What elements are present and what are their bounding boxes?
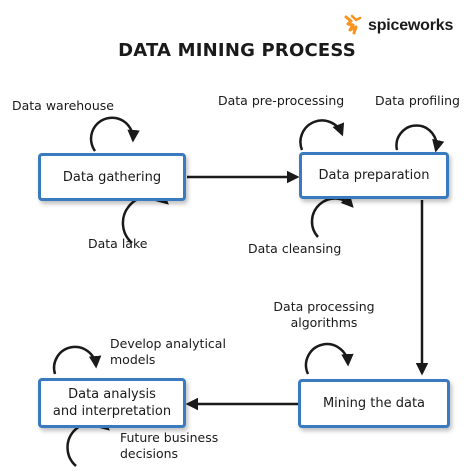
box-data-gathering: Data gathering bbox=[38, 153, 186, 201]
box-data-analysis-label-line2: and interpretation bbox=[52, 404, 172, 419]
label-data-processing-algorithms-line1: Data processing bbox=[273, 299, 375, 314]
label-data-warehouse: Data warehouse bbox=[12, 98, 114, 113]
label-future-business-decisions: Future business decisions bbox=[120, 430, 218, 462]
loop-arrow-develop bbox=[52, 345, 102, 375]
loop-arrow-algorithms bbox=[304, 342, 354, 375]
loop-arrow-profiling bbox=[395, 124, 445, 153]
label-data-profiling: Data profiling bbox=[375, 93, 460, 108]
label-data-preprocessing: Data pre-processing bbox=[218, 93, 345, 108]
spiceworks-logo-icon bbox=[342, 13, 364, 40]
label-data-lake: Data lake bbox=[88, 236, 148, 251]
label-data-cleansing: Data cleansing bbox=[248, 241, 342, 256]
box-data-preparation-label: Data preparation bbox=[318, 168, 430, 183]
spiceworks-logo: spiceworks bbox=[342, 12, 472, 40]
loop-arrow-preprocessing bbox=[299, 119, 345, 151]
label-data-processing-algorithms-line2: algorithms bbox=[290, 315, 358, 330]
label-develop-analytical-models: Develop analytical models bbox=[110, 336, 226, 368]
box-mining-the-data-label: Mining the data bbox=[322, 396, 426, 411]
label-develop-analytical-models-line1: Develop analytical bbox=[110, 336, 226, 351]
label-data-processing-algorithms: Data processing algorithms bbox=[262, 299, 386, 331]
loop-arrow-cleansing bbox=[310, 194, 354, 238]
label-future-business-decisions-line1: Future business bbox=[120, 430, 219, 445]
loop-arrow-warehouse bbox=[89, 116, 140, 152]
label-develop-analytical-models-line2: models bbox=[110, 352, 156, 367]
box-data-analysis-label-line1: Data analysis bbox=[68, 387, 156, 402]
box-data-gathering-label: Data gathering bbox=[62, 169, 162, 185]
diagram-title: DATA MINING PROCESS bbox=[118, 40, 356, 61]
box-data-analysis: Data analysis and interpretation bbox=[38, 378, 186, 428]
brand-name: spiceworks bbox=[368, 17, 454, 34]
box-mining-the-data: Mining the data bbox=[298, 379, 450, 428]
label-future-business-decisions-line2: decisions bbox=[120, 446, 179, 461]
loop-arrow-future bbox=[66, 417, 110, 467]
box-data-preparation: Data preparation bbox=[299, 152, 449, 199]
